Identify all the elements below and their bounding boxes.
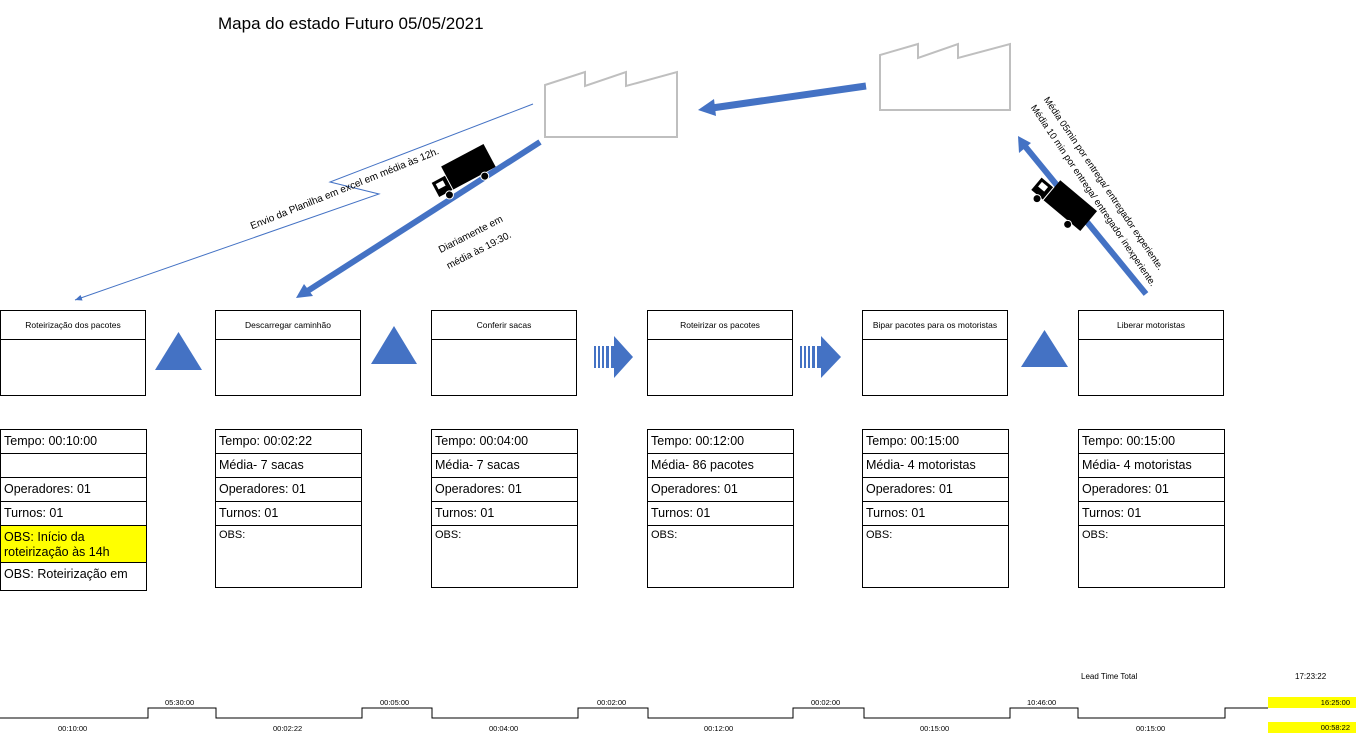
tempo-cell: Tempo: 00:15:00 <box>1079 430 1224 454</box>
process-name: Bipar pacotes para os motoristas <box>863 311 1007 340</box>
process-box-roteirizacao: Roteirização dos pacotes <box>0 310 146 396</box>
process-time-label: 00:02:22 <box>273 724 303 733</box>
truck-icon-outbound <box>1031 177 1098 232</box>
factory-icon-hub <box>544 70 678 138</box>
process-box-bipar: Bipar pacotes para os motoristas <box>862 310 1008 396</box>
turnos-cell: Turnos: 01 <box>432 502 577 526</box>
push-arrow-factory-to-hub <box>698 82 867 116</box>
shipment-arrow-to-unload <box>296 139 542 298</box>
process-name: Conferir sacas <box>432 311 576 340</box>
wait-time-label: 10:46:00 <box>1027 698 1057 707</box>
tempo-cell: Tempo: 00:12:00 <box>648 430 793 454</box>
process-name: Descarregar caminhão <box>216 311 360 340</box>
obs-cell: OBS: Início da roteirização às 14h <box>1 526 146 563</box>
process-time-label: 00:12:00 <box>704 724 734 733</box>
process-time-label: 00:15:00 <box>1136 724 1166 733</box>
wait-time-label: 00:02:00 <box>597 698 627 707</box>
operadores-cell: Operadores: 01 <box>216 478 361 502</box>
obs-cell: OBS: <box>1082 529 1109 541</box>
media-cell: Média- 4 motoristas <box>863 454 1008 478</box>
page-title: Mapa do estado Futuro 05/05/2021 <box>218 14 484 33</box>
information-flow-arrow <box>74 103 534 301</box>
process-data-table-3: Tempo: 00:04:00 Média- 7 sacas Operadore… <box>431 429 578 588</box>
process-box-descarregar: Descarregar caminhão <box>215 310 361 396</box>
operadores-cell: Operadores: 01 <box>432 478 577 502</box>
turnos-cell: Turnos: 01 <box>1079 502 1224 526</box>
lead-time-label: Lead Time Total <box>1081 672 1138 681</box>
process-box-roteirizar: Roteirizar os pacotes <box>647 310 793 396</box>
media-cell: Média- 7 sacas <box>432 454 577 478</box>
operadores-cell: Operadores: 01 <box>863 478 1008 502</box>
operadores-cell: Operadores: 01 <box>1 478 146 502</box>
media-cell: Média- 4 motoristas <box>1079 454 1224 478</box>
obs-cell-2: OBS: Roteirização em <box>4 567 128 581</box>
obs-cell: OBS: <box>219 529 246 541</box>
turnos-cell: Turnos: 01 <box>216 502 361 526</box>
process-data-table-5: Tempo: 00:15:00 Média- 4 motoristas Oper… <box>862 429 1009 588</box>
tempo-cell: Tempo: 00:15:00 <box>863 430 1008 454</box>
process-time-label: 00:10:00 <box>58 724 88 733</box>
tempo-cell: Tempo: 00:10:00 <box>1 430 146 454</box>
media-cell <box>1 454 146 478</box>
inventory-triangle-icon-1 <box>155 332 202 370</box>
process-name: Roteirização dos pacotes <box>1 311 145 340</box>
media-cell: Média- 86 pacotes <box>648 454 793 478</box>
turnos-cell: Turnos: 01 <box>648 502 793 526</box>
tempo-cell: Tempo: 00:02:22 <box>216 430 361 454</box>
push-arrow-icon-2 <box>800 336 841 378</box>
process-name: Roteirizar os pacotes <box>648 311 792 340</box>
inventory-triangle-icon-3 <box>1021 330 1068 367</box>
process-box-conferir: Conferir sacas <box>431 310 577 396</box>
total-wait-time: 16:25:00 <box>1268 697 1356 708</box>
operadores-cell: Operadores: 01 <box>1079 478 1224 502</box>
truck-icon-inbound <box>431 143 496 200</box>
obs-cell: OBS: <box>651 529 678 541</box>
process-data-table-6: Tempo: 00:15:00 Média- 4 motoristas Oper… <box>1078 429 1225 588</box>
wait-time-label: 05:30:00 <box>165 698 195 707</box>
media-cell: Média- 7 sacas <box>216 454 361 478</box>
wait-time-label: 00:05:00 <box>380 698 410 707</box>
process-time-label: 00:15:00 <box>920 724 950 733</box>
push-arrow-icon-1 <box>594 336 633 378</box>
total-process-time: 00:58:22 <box>1268 722 1356 733</box>
process-name: Liberar motoristas <box>1079 311 1223 340</box>
operadores-cell: Operadores: 01 <box>648 478 793 502</box>
turnos-cell: Turnos: 01 <box>1 502 146 526</box>
process-data-table-1: Tempo: 00:10:00 Operadores: 01 Turnos: 0… <box>0 429 147 591</box>
process-box-liberar: Liberar motoristas <box>1078 310 1224 396</box>
timeline <box>0 707 1268 719</box>
lead-time-total: 17:23:22 <box>1295 672 1327 681</box>
process-time-label: 00:04:00 <box>489 724 519 733</box>
inventory-triangle-icon-2 <box>371 326 417 364</box>
obs-cell: OBS: <box>435 529 462 541</box>
process-data-table-2: Tempo: 00:02:22 Média- 7 sacas Operadore… <box>215 429 362 588</box>
factory-icon-supplier <box>879 42 1011 111</box>
process-data-table-4: Tempo: 00:12:00 Média- 86 pacotes Operad… <box>647 429 794 588</box>
obs-cell: OBS: <box>866 529 893 541</box>
turnos-cell: Turnos: 01 <box>863 502 1008 526</box>
tempo-cell: Tempo: 00:04:00 <box>432 430 577 454</box>
wait-time-label: 00:02:00 <box>811 698 841 707</box>
